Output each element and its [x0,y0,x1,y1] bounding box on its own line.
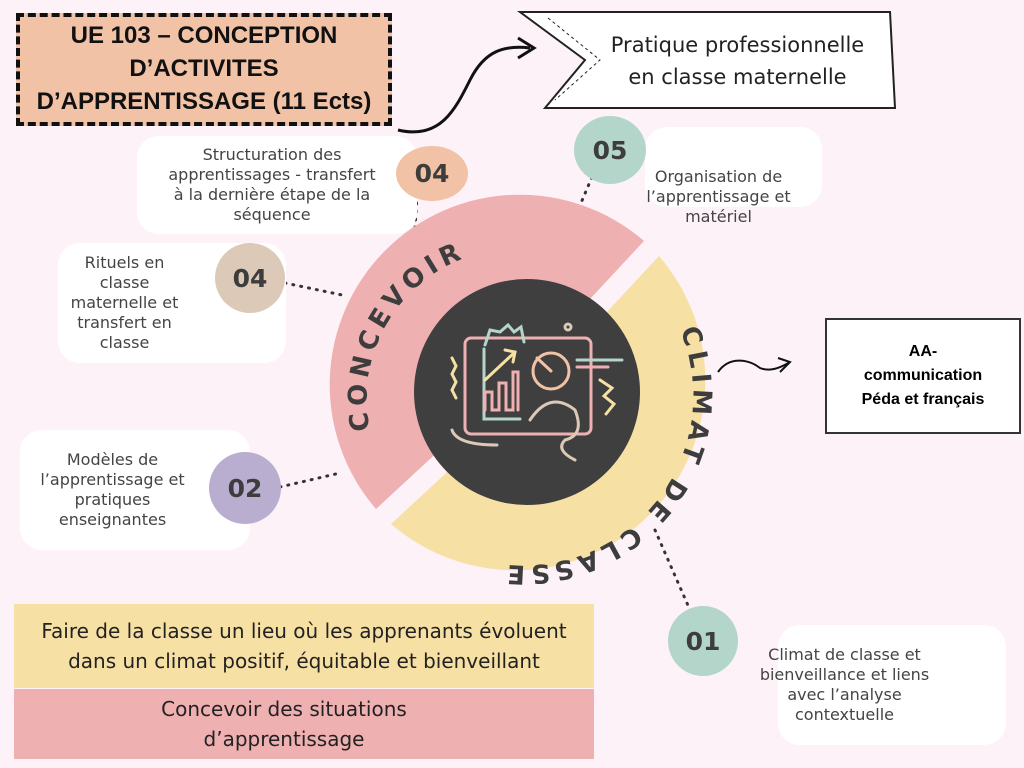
item-number: 01 [668,606,738,676]
course-title: UE 103 – CONCEPTION D’ACTIVITES D’APPREN… [16,13,392,126]
legend-pink: Concevoir des situations d’apprentissage [14,689,594,759]
item-card-organisation: Organisation de l’apprentissage et matér… [645,127,822,226]
item-number: 02 [209,452,281,524]
aa-line: Péda et français [861,391,985,408]
item-card-structuration: Structuration des apprentissages - trans… [137,136,417,234]
item-number: 04 [396,146,468,201]
curved-arrow [397,45,531,134]
item-number: 05 [574,116,646,184]
legend-yellow: Faire de la classe un lieu où les appren… [14,604,594,688]
aa-line: AA- [908,343,938,360]
title-line: D’ACTIVITES [129,55,279,82]
item-text: Rituels en classe maternelle et transfer… [70,253,179,352]
item-number: 04 [215,243,285,313]
center-circle [414,279,640,505]
title-line: UE 103 – CONCEPTION [70,22,338,49]
ribbon-banner [516,11,897,109]
arrow-to-aa [717,359,791,373]
item-text: Climat de classe et bienveillance et lie… [759,645,930,724]
banner-line: en classe maternelle [628,65,847,89]
banner-line: Pratique professionnelle [610,33,865,57]
title-line: D’APPRENTISSAGE (11 Ects) [36,88,372,115]
item-card-climat: Climat de classe et bienveillance et lie… [760,625,1006,745]
aa-line: communication [863,367,983,384]
item-text: Organisation de l’apprentissage et matér… [646,167,791,226]
legend-text: Faire de la classe un lieu où les appren… [41,619,567,673]
presentation-icon [450,322,624,462]
item-text: Structuration des apprentissages - trans… [168,145,376,224]
item-text: Modèles de l’apprentissage et pratiques … [40,450,185,529]
legend-text: Concevoir des situations d’apprentissage [161,697,407,751]
banner-text: Pratique professionnelle en classe matern… [530,12,895,110]
item-card-modeles: Modèles de l’apprentissage et pratiques … [20,430,250,550]
